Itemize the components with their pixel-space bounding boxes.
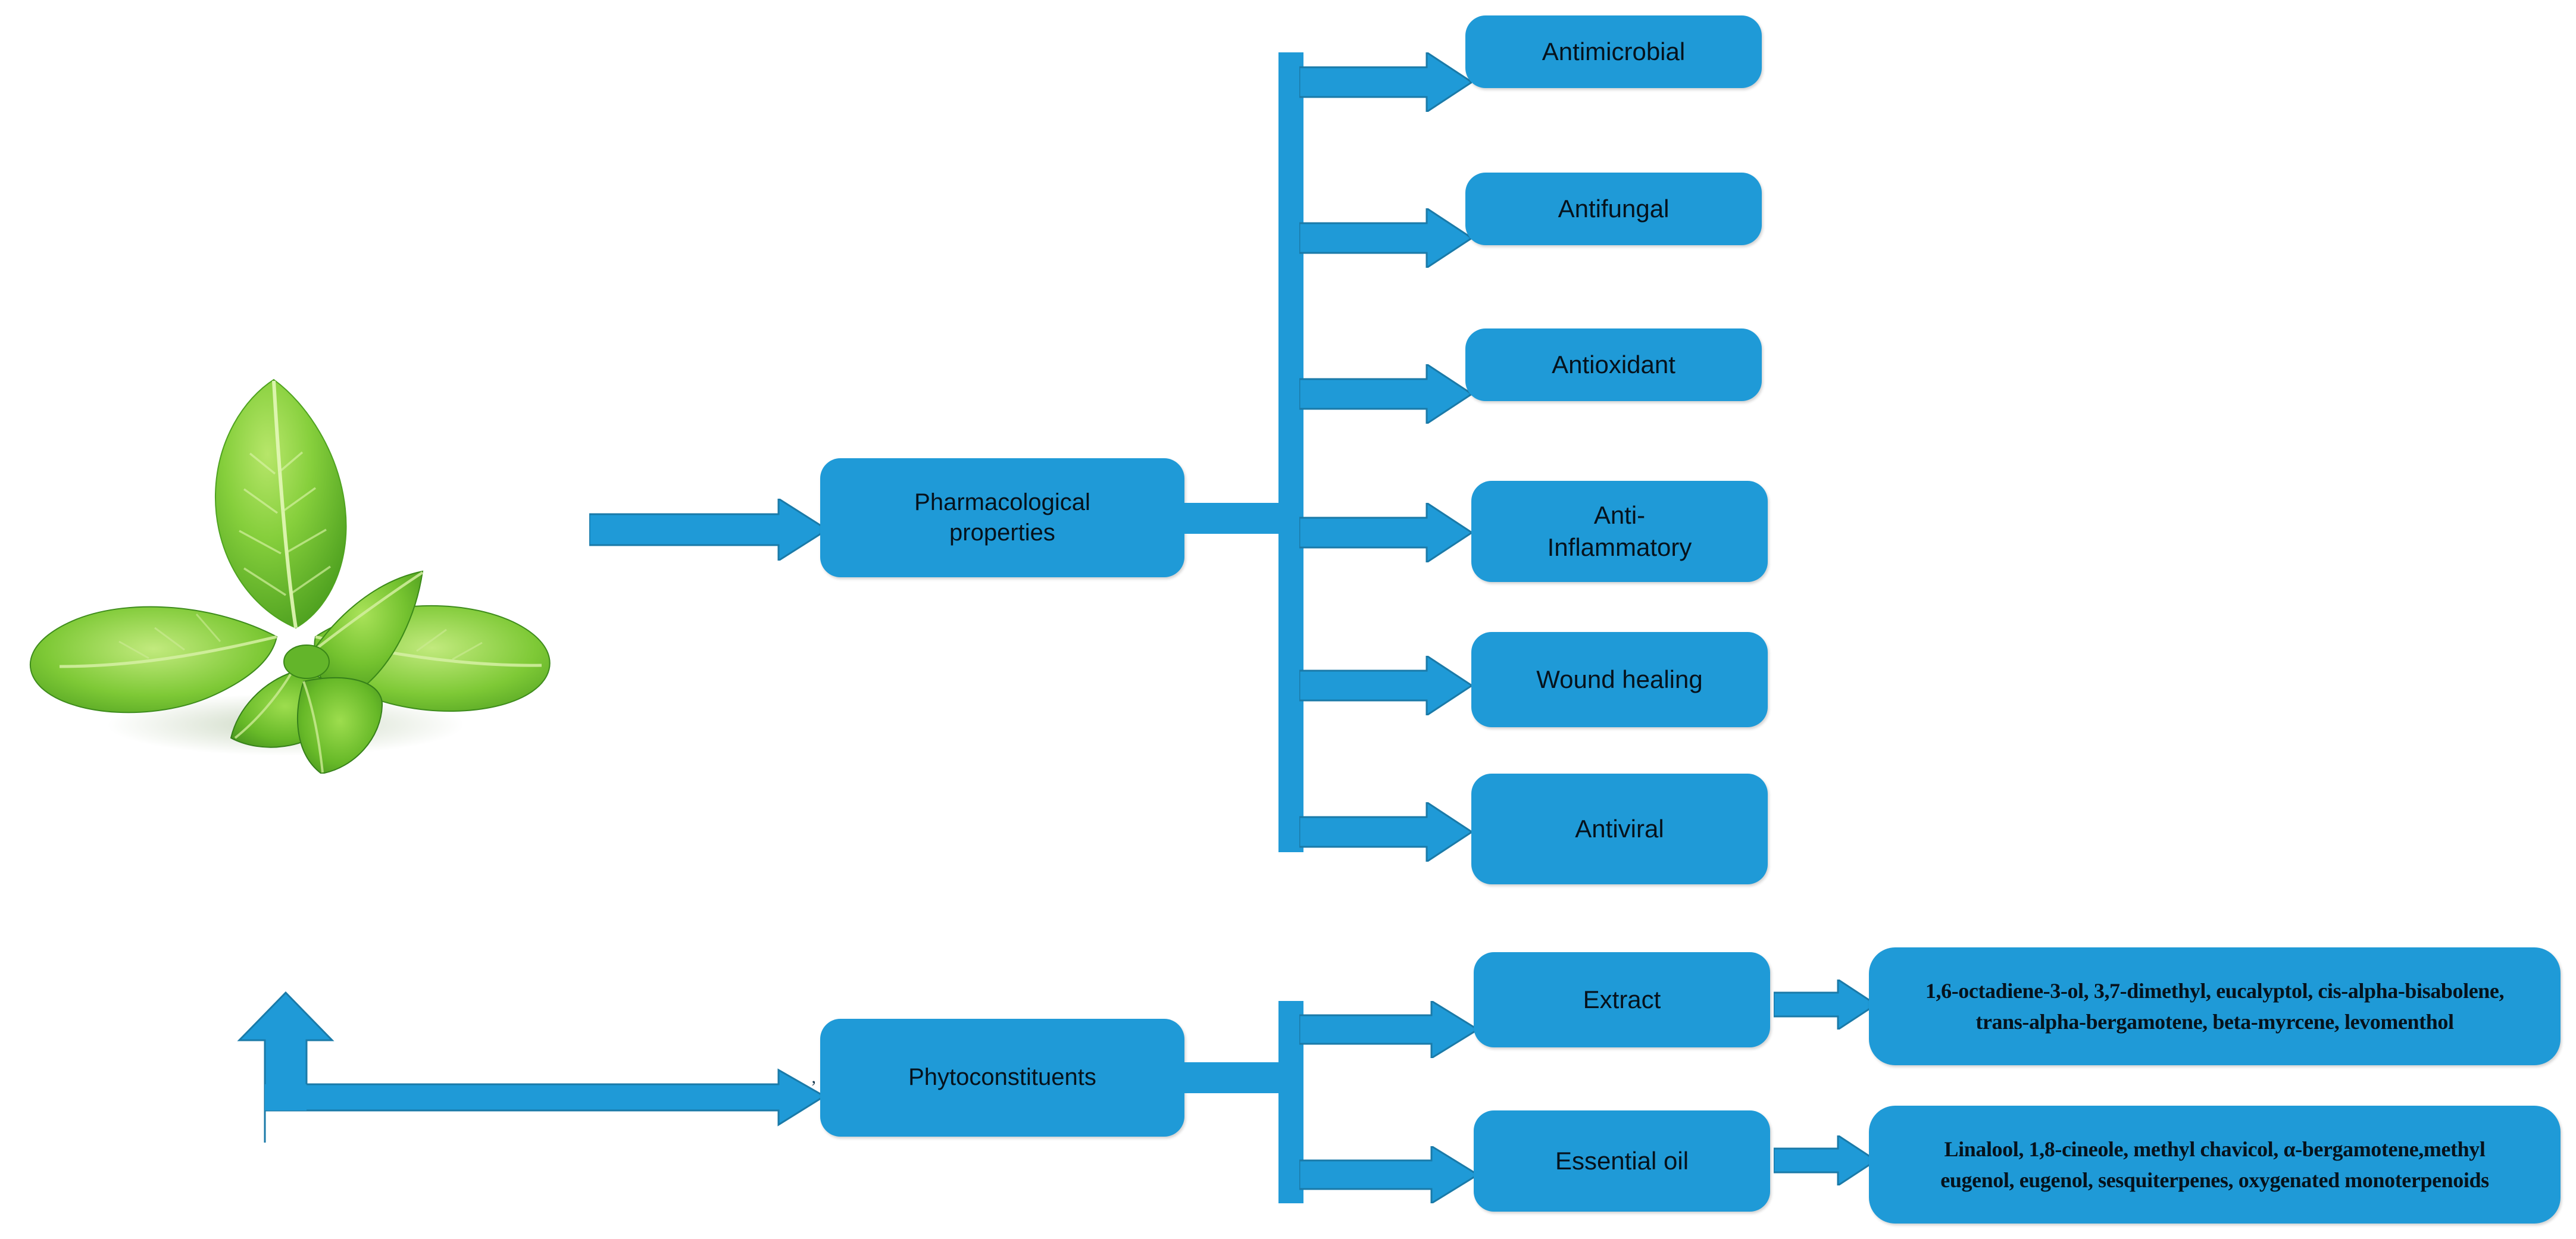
node-antioxidant[interactable]: Antioxidant	[1465, 328, 1762, 401]
node-antiviral-label: Antiviral	[1575, 815, 1664, 843]
arrow-bent-to-phytoconstituents	[232, 982, 827, 1149]
node-phytoconstituents[interactable]: Phytoconstituents	[820, 1019, 1184, 1137]
node-extract[interactable]: Extract	[1474, 952, 1770, 1047]
node-extract-constituents[interactable]: 1,6-octadiene-3-ol, 3,7-dimethyl, eucaly…	[1869, 947, 2561, 1065]
node-essential-oil[interactable]: Essential oil	[1474, 1110, 1770, 1212]
connector-phytoconstituents-stub	[1181, 1062, 1282, 1093]
arrow-essential-oil-to-constituents	[1774, 1135, 1876, 1185]
node-anti-inflammatory-label: Anti- Inflammatory	[1548, 499, 1692, 564]
connector-pharmacological-stub	[1181, 503, 1282, 534]
node-antifungal-label: Antifungal	[1558, 195, 1670, 223]
arrow-to-wound-healing	[1299, 656, 1472, 715]
label-line-2: properties	[949, 520, 1055, 546]
basil-leaves-photo	[6, 357, 565, 775]
node-antimicrobial-label: Antimicrobial	[1542, 37, 1686, 66]
node-antifungal[interactable]: Antifungal	[1465, 173, 1762, 245]
label-line-1: Anti-	[1593, 501, 1646, 530]
node-wound-healing-label: Wound healing	[1536, 665, 1703, 694]
constituents-line-1: Linalool, 1,8-cineole, methyl chavicol, …	[1944, 1137, 2486, 1161]
connector-trunk-pharmacological	[1278, 52, 1303, 852]
node-antimicrobial[interactable]: Antimicrobial	[1465, 15, 1762, 88]
node-extract-constituents-text: 1,6-octadiene-3-ol, 3,7-dimethyl, eucaly…	[1925, 975, 2505, 1037]
node-antiviral[interactable]: Antiviral	[1471, 774, 1768, 884]
label-line-1: Pharmacological	[914, 489, 1090, 515]
node-wound-healing[interactable]: Wound healing	[1471, 632, 1768, 727]
arrow-to-essential-oil	[1299, 1146, 1478, 1203]
arrow-to-antimicrobial	[1299, 52, 1472, 112]
stray-apostrophe-mark: ’	[811, 1077, 817, 1097]
arrow-to-extract	[1299, 1001, 1478, 1058]
constituents-line-2: trans-alpha-bergamotene, beta-myrcene, l…	[1975, 1010, 2454, 1034]
arrow-to-anti-inflammatory	[1299, 503, 1472, 562]
node-essential-oil-label: Essential oil	[1555, 1147, 1689, 1175]
constituents-line-1: 1,6-octadiene-3-ol, 3,7-dimethyl, eucaly…	[1925, 978, 2505, 1003]
node-essential-oil-constituents[interactable]: Linalool, 1,8-cineole, methyl chavicol, …	[1869, 1106, 2561, 1224]
arrow-leaves-to-pharmacological	[589, 499, 827, 561]
label-line-2: Inflammatory	[1547, 533, 1692, 561]
constituents-line-2: eugenol, eugenol, sesquiterpenes, oxygen…	[1940, 1168, 2489, 1192]
node-essential-oil-constituents-text: Linalool, 1,8-cineole, methyl chavicol, …	[1940, 1134, 2489, 1196]
arrow-to-antioxidant	[1299, 364, 1472, 424]
arrow-to-antiviral	[1299, 802, 1472, 862]
node-pharmacological-properties[interactable]: Pharmacological properties	[820, 458, 1184, 577]
node-anti-inflammatory[interactable]: Anti- Inflammatory	[1471, 481, 1768, 582]
basil-leaves-icon	[29, 378, 551, 775]
node-phytoconstituents-label: Phytoconstituents	[908, 1064, 1096, 1091]
node-extract-label: Extract	[1583, 985, 1661, 1014]
arrow-to-antifungal	[1299, 208, 1472, 268]
node-antioxidant-label: Antioxidant	[1552, 351, 1675, 379]
arrow-extract-to-constituents	[1774, 980, 1876, 1030]
node-pharmacological-properties-label: Pharmacological properties	[914, 487, 1090, 548]
